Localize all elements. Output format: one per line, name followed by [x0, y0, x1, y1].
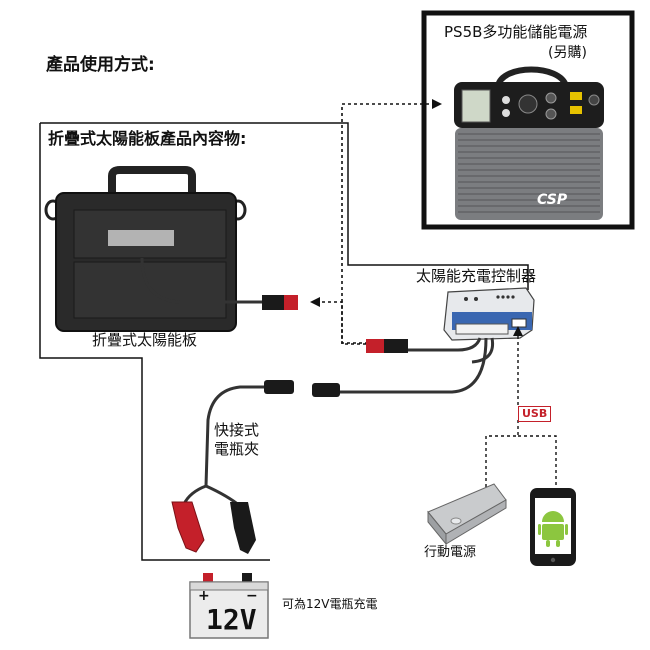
- controller-label: 太陽能充電控制器: [416, 267, 537, 285]
- battery-12v: [189, 573, 269, 639]
- contents-frame: [39, 122, 529, 561]
- panel-connector: [262, 295, 298, 310]
- power-bank-label: 行動電源: [424, 545, 477, 560]
- android-icon: [538, 511, 568, 547]
- power-station-frame: [421, 10, 635, 230]
- arrow-icon: [432, 99, 442, 109]
- link-controller-to-power-station: [341, 99, 442, 345]
- power-station-note: (另購): [548, 45, 587, 61]
- controller-connector: [366, 339, 408, 353]
- battery-clips: [171, 484, 256, 554]
- solar-panel: [44, 166, 262, 332]
- smartphone: [530, 488, 576, 566]
- power-station: [454, 66, 604, 220]
- power-bank: [427, 483, 507, 546]
- arrow-icon: [310, 297, 320, 307]
- clip-label-line2: 電瓶夾: [214, 440, 260, 458]
- contents-title: 折疊式太陽能板產品內容物:: [48, 129, 247, 148]
- brand-logo: CSP: [537, 192, 568, 208]
- usb-links: [485, 326, 557, 520]
- usage-title: 產品使用方式:: [46, 55, 155, 75]
- battery-plus: +: [198, 588, 210, 604]
- solar-panel-label: 折疊式太陽能板: [92, 331, 198, 349]
- usb-tag: USB: [518, 406, 552, 422]
- arrow-icon: [513, 326, 523, 336]
- link-panel-to-controller: [310, 297, 398, 344]
- battery-minus: −: [246, 588, 258, 604]
- controller-cables: [332, 337, 495, 394]
- sae-connector-pair: [204, 380, 340, 487]
- clip-label-line1: 快接式: [214, 421, 260, 439]
- power-station-label: PS5B多功能儲能電源: [444, 23, 588, 41]
- charge-controller: [443, 287, 535, 341]
- battery-note: 可為12V電瓶充電: [282, 597, 378, 611]
- battery-voltage: 12V: [206, 603, 257, 636]
